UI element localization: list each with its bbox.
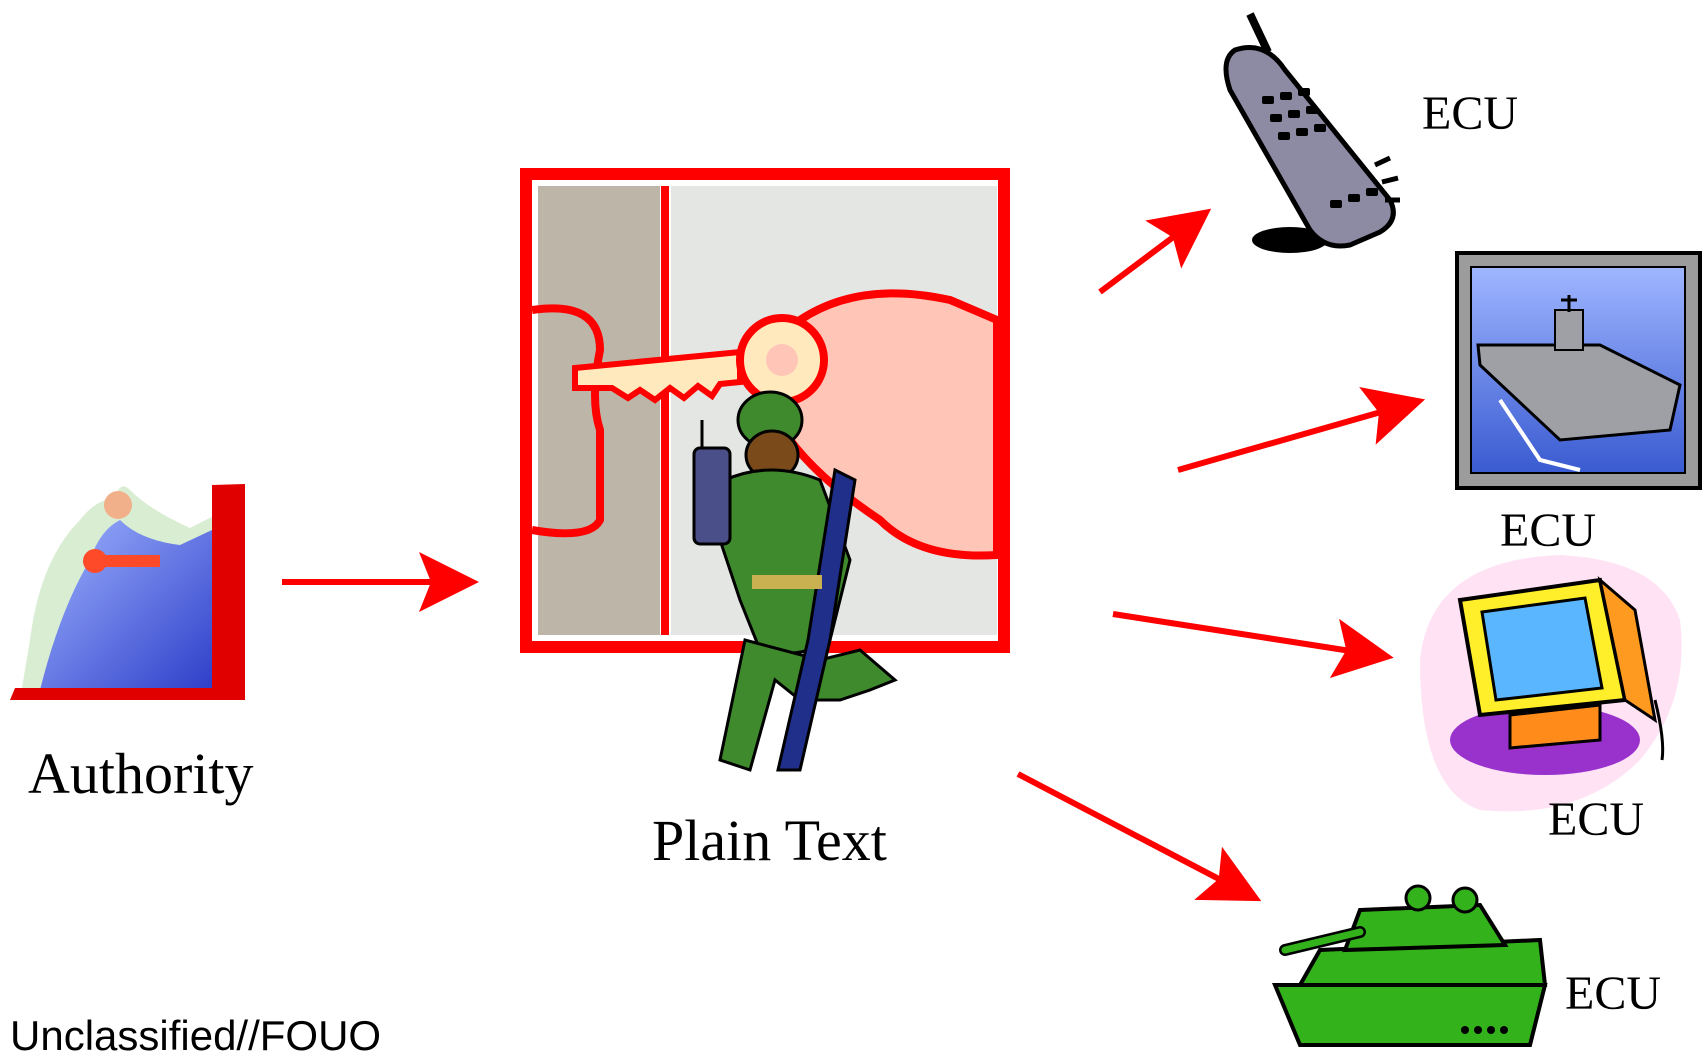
ecu-tank-label: ECU (1565, 967, 1661, 1020)
arrow-to-tank (1016, 771, 1262, 902)
arrow-to-computer (1112, 611, 1394, 679)
classification-label: Unclassified//FOUO (10, 1012, 382, 1059)
arrow-to-ship (1177, 387, 1426, 473)
computer-icon (1420, 555, 1682, 812)
authority-label: Authority (28, 741, 254, 806)
ecu-phone-label: ECU (1422, 87, 1518, 140)
plain-text-label: Plain Text (652, 808, 887, 873)
ecu-computer-label: ECU (1548, 793, 1644, 846)
mobile-phone-icon (1223, 12, 1400, 253)
authority-icon (10, 484, 245, 700)
arrow-to-phone (1098, 208, 1212, 295)
tank-icon (1272, 884, 1548, 1047)
ecu-ship-label: ECU (1500, 504, 1596, 557)
soldier-icon (692, 390, 898, 772)
aircraft-carrier-icon (1455, 251, 1702, 490)
